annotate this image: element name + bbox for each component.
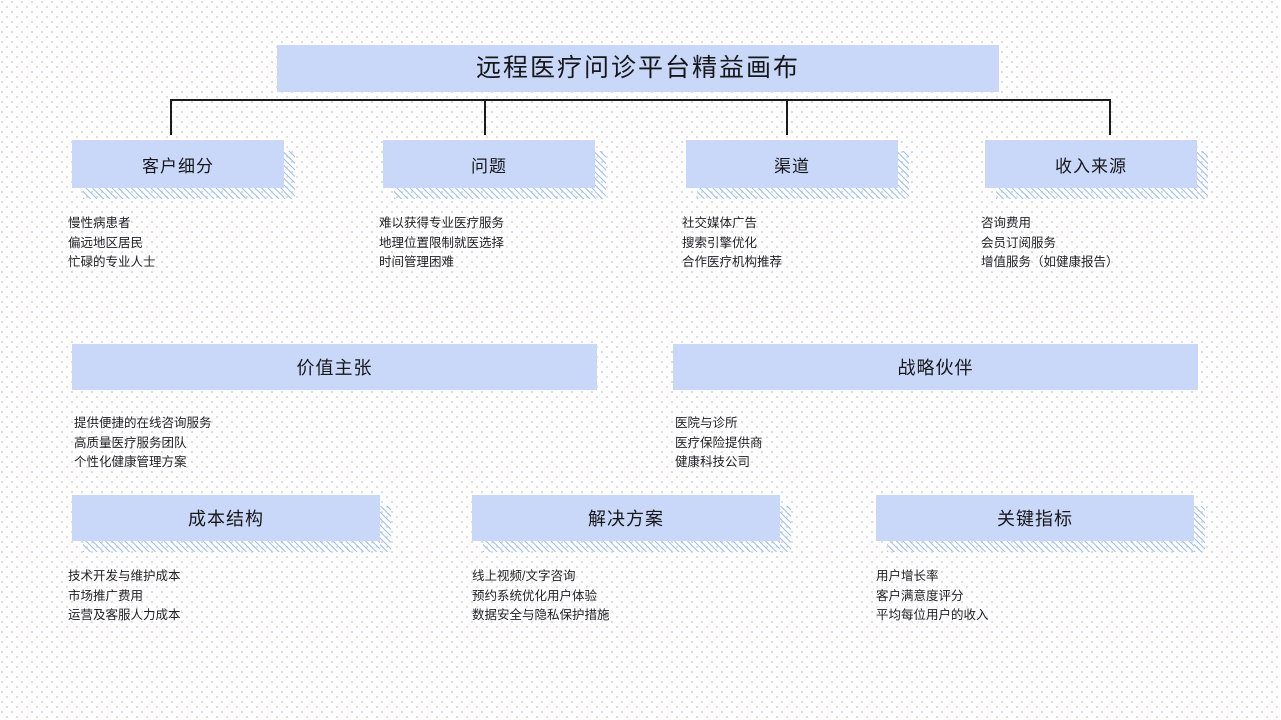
- section-cost-structure: 成本结构 技术开发与维护成本 市场推广费用 运营及客服人力成本: [68, 495, 391, 626]
- list-item: 难以获得专业医疗服务: [379, 216, 505, 230]
- section-header-key-metrics: 关键指标: [876, 495, 1205, 552]
- list-item: 医院与诊所: [675, 416, 738, 430]
- section-key-partners: 战略伙伴 医院与诊所 医疗保险提供商 健康科技公司: [673, 344, 1198, 473]
- list-item: 提供便捷的在线咨询服务: [74, 416, 212, 430]
- section-items-key-metrics: 用户增长率 客户满意度评分 平均每位用户的收入: [876, 567, 1194, 626]
- list-item: 运营及客服人力成本: [68, 608, 181, 622]
- section-heading-label: 价值主张: [296, 358, 373, 378]
- section-key-metrics: 关键指标 用户增长率 客户满意度评分 平均每位用户的收入: [876, 495, 1205, 626]
- diagram-title-block: 远程医疗问诊平台精益画布: [277, 45, 999, 92]
- list-item: 咨询费用: [981, 216, 1032, 230]
- section-items-solution: 线上视频/文字咨询 预约系统优化用户体验 数据安全与隐私保护措施: [472, 567, 780, 626]
- connector-drop-problem: [484, 99, 486, 135]
- list-item: 数据安全与隐私保护措施: [472, 608, 610, 622]
- section-items-key-partners: 医院与诊所 医疗保险提供商 健康科技公司: [675, 414, 1198, 473]
- list-item: 时间管理困难: [379, 255, 455, 269]
- section-header-channels: 渠道: [686, 140, 909, 199]
- list-item: 地理位置限制就医选择: [379, 235, 505, 250]
- list-item: 合作医疗机构推荐: [682, 255, 783, 269]
- list-item: 高质量医疗服务团队: [74, 435, 187, 450]
- section-heading-label: 问题: [471, 156, 507, 176]
- diagram-title-label: 远程医疗问诊平台精益画布: [475, 53, 800, 82]
- list-item: 增值服务（如健康报告）: [981, 255, 1119, 269]
- section-items-value-proposition: 提供便捷的在线咨询服务 高质量医疗服务团队 个性化健康管理方案: [74, 414, 597, 473]
- list-item: 会员订阅服务: [981, 235, 1057, 250]
- section-items-channels: 社交媒体广告 搜索引擎优化 合作医疗机构推荐: [682, 214, 898, 273]
- list-item: 平均每位用户的收入: [876, 608, 989, 622]
- list-item: 市场推广费用: [68, 588, 144, 603]
- list-item: 健康科技公司: [675, 455, 751, 469]
- section-problem: 问题 难以获得专业医疗服务 地理位置限制就医选择 时间管理困难: [379, 140, 606, 273]
- section-revenue-streams: 收入来源 咨询费用 会员订阅服务 增值服务（如健康报告）: [981, 140, 1208, 273]
- section-items-customer-segments: 慢性病患者 偏远地区居民 忙碌的专业人士: [68, 214, 284, 273]
- section-heading-label: 成本结构: [188, 509, 264, 529]
- section-items-cost-structure: 技术开发与维护成本 市场推广费用 运营及客服人力成本: [68, 567, 380, 626]
- connector-horizontal-bar: [170, 99, 1111, 101]
- section-items-revenue-streams: 咨询费用 会员订阅服务 增值服务（如健康报告）: [981, 214, 1197, 273]
- section-header-solution: 解决方案: [472, 495, 791, 552]
- section-channels: 渠道 社交媒体广告 搜索引擎优化 合作医疗机构推荐: [682, 140, 909, 273]
- list-item: 忙碌的专业人士: [68, 255, 156, 269]
- section-header-value-proposition: 价值主张: [72, 344, 597, 390]
- section-heading-label: 战略伙伴: [897, 358, 974, 378]
- section-heading-label: 关键指标: [997, 509, 1073, 529]
- connector-drop-channels: [786, 99, 788, 135]
- list-item: 技术开发与维护成本: [68, 569, 181, 583]
- section-heading-label: 解决方案: [588, 509, 664, 529]
- section-customer-segments: 客户细分 慢性病患者 偏远地区居民 忙碌的专业人士: [68, 140, 295, 273]
- section-header-customer-segments: 客户细分: [72, 140, 295, 199]
- section-heading-label: 渠道: [774, 156, 810, 176]
- section-header-cost-structure: 成本结构: [72, 495, 391, 552]
- section-heading-label: 客户细分: [142, 156, 214, 176]
- section-items-problem: 难以获得专业医疗服务 地理位置限制就医选择 时间管理困难: [379, 214, 595, 273]
- list-item: 慢性病患者: [68, 216, 131, 230]
- section-header-problem: 问题: [383, 140, 606, 199]
- list-item: 个性化健康管理方案: [74, 455, 187, 469]
- connector-drop-revenue-streams: [1109, 99, 1111, 135]
- connector-drop-customer-segments: [170, 99, 172, 135]
- section-solution: 解决方案 线上视频/文字咨询 预约系统优化用户体验 数据安全与隐私保护措施: [472, 495, 791, 626]
- section-header-revenue-streams: 收入来源: [985, 140, 1208, 199]
- list-item: 医疗保险提供商: [675, 435, 763, 450]
- list-item: 偏远地区居民: [68, 235, 144, 250]
- list-item: 社交媒体广告: [682, 216, 758, 230]
- section-value-proposition: 价值主张 提供便捷的在线咨询服务 高质量医疗服务团队 个性化健康管理方案: [72, 344, 597, 473]
- list-item: 用户增长率: [876, 569, 939, 583]
- list-item: 搜索引擎优化: [682, 235, 758, 250]
- list-item: 线上视频/文字咨询: [472, 569, 576, 583]
- list-item: 预约系统优化用户体验: [472, 588, 598, 603]
- section-header-key-partners: 战略伙伴: [673, 344, 1198, 390]
- list-item: 客户满意度评分: [876, 588, 964, 603]
- section-heading-label: 收入来源: [1055, 156, 1127, 176]
